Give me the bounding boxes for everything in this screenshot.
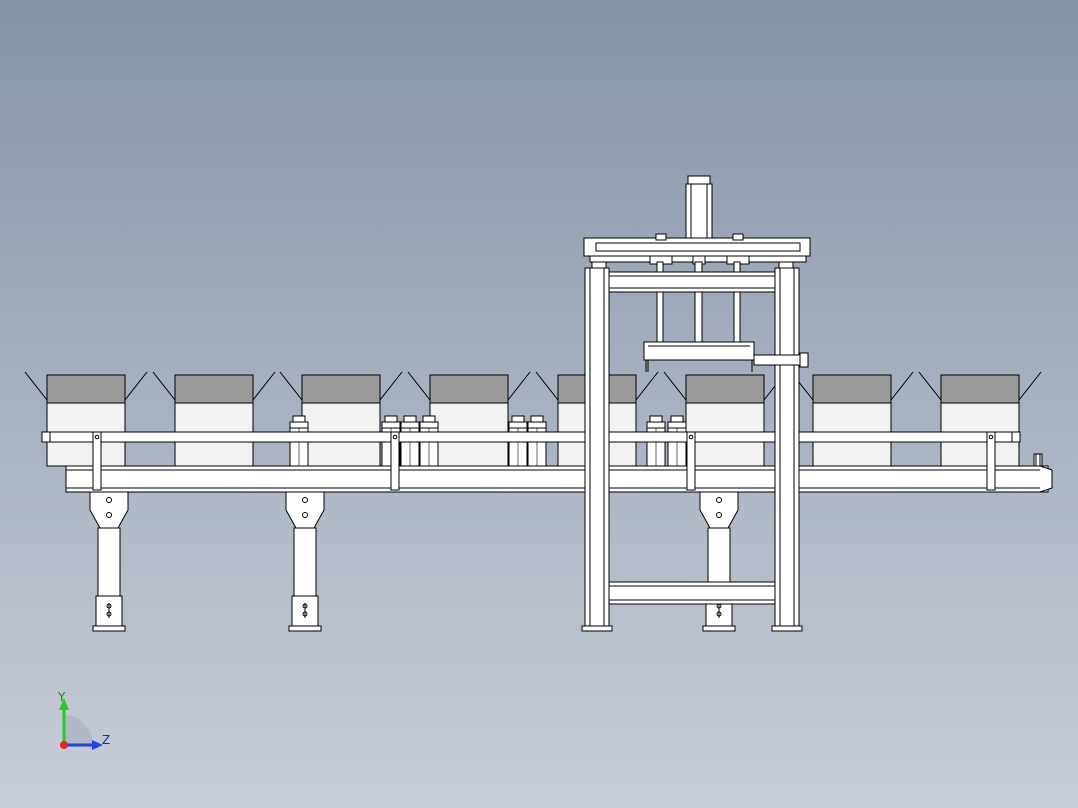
conveyor-support-leg-1: [89, 491, 129, 632]
upper-cross-beam: [608, 271, 776, 293]
top-plate: [583, 233, 811, 271]
conveyor-support-leg-2: [285, 491, 325, 632]
carton-1: [24, 371, 148, 467]
rail-post-2: [390, 431, 400, 491]
guide-rods: [656, 261, 741, 343]
y-axis-label: Y: [57, 690, 66, 704]
rail-post-4: [986, 431, 996, 491]
right-column: [771, 267, 803, 632]
left-column: [581, 267, 613, 632]
x-axis-origin-dot: [60, 741, 68, 749]
carton-8: [918, 371, 1042, 467]
carton-2: [152, 371, 276, 467]
z-axis-label: Z: [102, 733, 110, 747]
gripper-head: [643, 341, 809, 372]
rail-post-1: [92, 431, 102, 491]
axis-triad: Y Z: [57, 690, 110, 750]
conveyor-support-leg-3: [699, 491, 739, 632]
rail-post-3: [686, 431, 696, 491]
air-cylinder: [685, 175, 713, 241]
portal-frame: [581, 175, 811, 632]
carton-7: [790, 371, 914, 467]
lower-cross-beam: [608, 581, 776, 605]
conveyor-frame-beam: [65, 453, 1053, 493]
side-guide-rail: [41, 431, 1021, 491]
